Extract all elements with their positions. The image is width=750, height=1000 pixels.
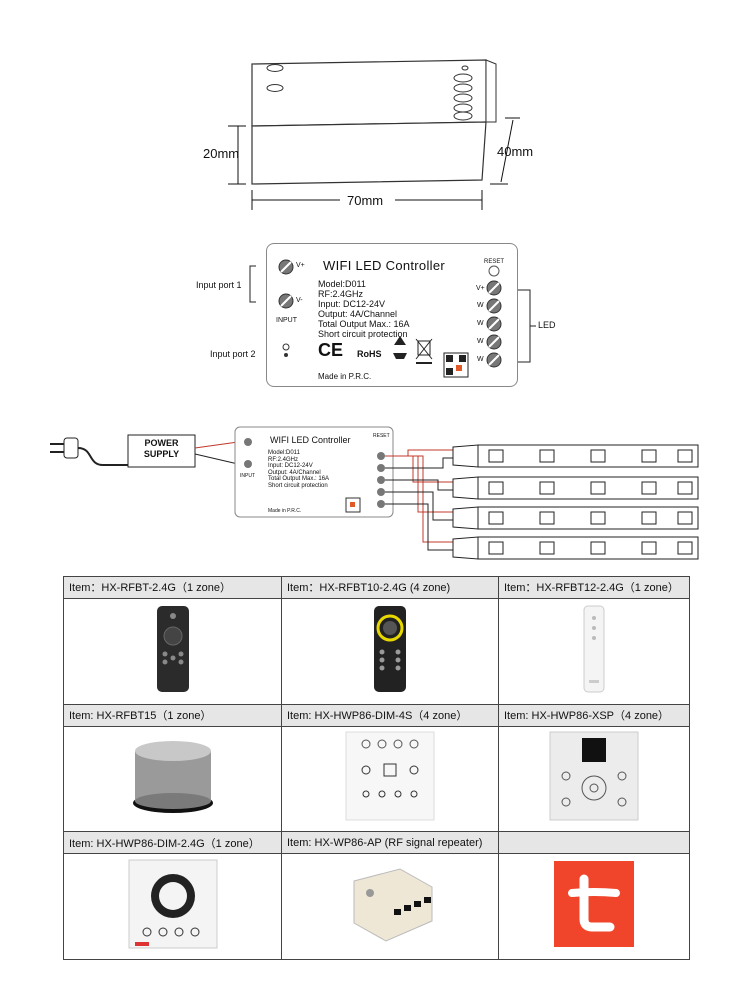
product-image-5: [281, 725, 499, 833]
wiring-spec-input: Input: DC12-24V: [268, 463, 313, 469]
wiring-spec-rf: RF:2.4GHz: [268, 456, 299, 463]
wiring-spec-protection: Short circuit protection: [268, 482, 328, 489]
product-label-3: Item：HX-RFBT12-2.4G（1 zone）: [498, 576, 690, 599]
spec-input: Input: DC12-24V: [318, 299, 386, 309]
led-strip-3: [452, 506, 699, 530]
product-image-1: [63, 597, 282, 705]
terminal-right-v-plus: V+: [476, 285, 485, 292]
dimension-depth: 40mm: [497, 144, 534, 159]
power-supply-label: POWER SUPPLY: [128, 438, 195, 460]
led-strip-2: [452, 476, 699, 500]
wiring-made-in: Made in P.R.C.: [268, 508, 302, 514]
product-image-9: [498, 853, 690, 960]
terminal-v-plus: V+: [296, 262, 305, 269]
dimension-drawing: [228, 59, 520, 210]
rohs-mark: RoHS: [357, 349, 382, 359]
reset-label: RESET: [484, 259, 505, 265]
spec-model: Model:D011: [318, 279, 366, 289]
wall-panel-icon: [345, 731, 435, 821]
spec-rf: RF:2.4GHz: [318, 289, 364, 299]
terminal-v-minus: V-: [296, 297, 303, 304]
dimension-width: 70mm: [347, 193, 384, 208]
port-brackets: [249, 265, 536, 363]
product-image-3: [498, 597, 690, 705]
wiring-controller-specs: Model:D011 RF:2.4GHz Input: DC12-24V Out…: [268, 450, 329, 489]
spec-protection: Short circuit protection: [318, 329, 408, 339]
knob-dimmer-icon: [132, 741, 213, 814]
terminal-right-w1: W: [477, 302, 484, 309]
terminal-right-w3: W: [477, 338, 484, 345]
wiring-diagram: [50, 426, 699, 560]
input-label: INPUT: [276, 317, 297, 324]
terminal-right-w2: W: [477, 320, 484, 327]
product-image-8: [281, 853, 499, 960]
power-supply-line2: SUPPLY: [143, 449, 180, 459]
product-image-6: [498, 725, 690, 833]
product-label-2: Item：HX-RFBT10-2.4G (4 zone): [281, 576, 499, 599]
repeater-module-icon: [353, 868, 433, 942]
wiring-controller-title: WIFI LED Controller: [270, 435, 351, 445]
product-image-7: [63, 853, 282, 960]
product-image-2: [281, 597, 499, 705]
spec-total: Total Output Max.: 16A: [318, 319, 410, 329]
wiring-input-label: INPUT: [240, 473, 255, 479]
product-label-1: Item：HX-RFBT-2.4G（1 zone）: [63, 576, 282, 599]
product-label-7: Item: HX-HWP86-DIM-2.4G（1 zone）: [63, 831, 282, 855]
led-strip-1: [452, 444, 699, 468]
dimension-height: 20mm: [203, 146, 240, 161]
controller-panel: [266, 243, 518, 387]
ce-mark: CE: [318, 340, 344, 360]
wall-panel-ring-icon: [128, 859, 217, 949]
spec-output: Output: 4A/Channel: [318, 309, 398, 319]
product-label-4: Item: HX-RFBT15（1 zone）: [63, 703, 282, 727]
remote-dial-icon: [374, 605, 406, 692]
terminal-right-w4: W: [477, 356, 484, 363]
led-label: LED: [538, 320, 556, 330]
wiring-spec-model: Model:D011: [268, 450, 300, 456]
product-image-4: [63, 725, 282, 833]
wiring-reset-label: RESET: [373, 433, 390, 439]
led-strip-4: [452, 536, 699, 560]
wiring-spec-output: Output: 4A/Channel: [268, 469, 321, 476]
tuya-app-icon: [554, 861, 634, 948]
input-port-1-label: Input port 1: [196, 280, 242, 290]
input-port-2-label: Input port 2: [210, 349, 256, 359]
controller-terminals: [278, 259, 502, 378]
remote-white-icon: [583, 605, 605, 693]
product-label-5: Item: HX-HWP86-DIM-4S（4 zone）: [281, 703, 499, 727]
product-label-6: Item: HX-HWP86-XSP（4 zone）: [498, 703, 690, 727]
product-label-8: Item: HX-WP86-AP (RF signal repeater): [281, 831, 499, 855]
made-in-label: Made in P.R.C.: [318, 372, 372, 381]
product-label-9: [498, 831, 690, 855]
product-table: Item：HX-RFBT-2.4G（1 zone） Item：HX-RFBT10…: [63, 576, 690, 960]
remote-dark-icon: [156, 605, 189, 692]
wall-panel-screen-icon: [549, 731, 639, 821]
power-supply-line1: POWER: [144, 438, 179, 448]
wiring-spec-total: Total Output Max.: 16A: [268, 476, 330, 482]
controller-title: WIFI LED Controller: [323, 258, 446, 273]
controller-specs: Model:D011 RF:2.4GHz Input: DC12-24V Out…: [318, 279, 410, 339]
